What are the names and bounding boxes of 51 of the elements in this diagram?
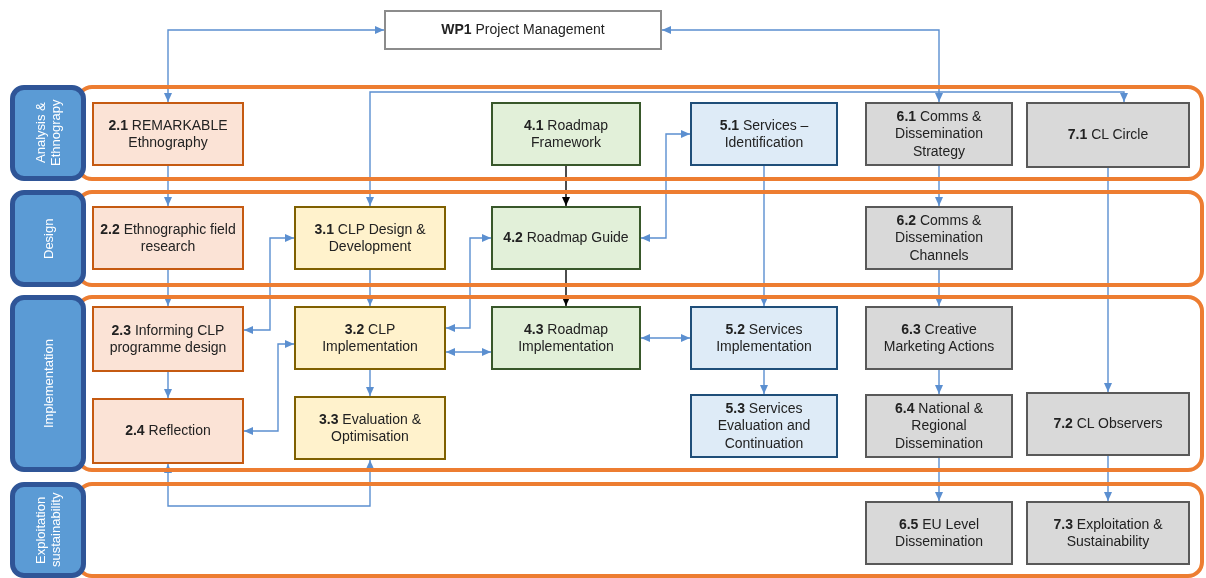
work-package-box: 7.2 CL Observers [1026, 392, 1190, 456]
arrow [164, 459, 374, 507]
work-package-box: 5.2 Services Implementation [690, 306, 838, 370]
work-package-box: 5.3 Services Evaluation and Continuation [690, 394, 838, 458]
lane-label: Analysis & Ethnograpy [10, 85, 86, 181]
arrow [243, 234, 295, 334]
arrow [366, 91, 1128, 207]
work-package-box: 6.3 Creative Marketing Actions [865, 306, 1013, 370]
work-package-box: 6.5 EU Level Dissemination [865, 501, 1013, 565]
work-package-box: 2.2 Ethnographic field research [92, 206, 244, 270]
arrow [164, 371, 172, 399]
arrow [1104, 167, 1112, 393]
arrow [935, 457, 943, 502]
arrow [366, 369, 374, 397]
work-package-box: WP1 Project Management [384, 10, 662, 50]
lane-label: Design [10, 190, 86, 287]
arrow [935, 369, 943, 395]
work-package-box: 6.4 National & Regional Dissemination [865, 394, 1013, 458]
arrow [445, 234, 492, 332]
arrow [640, 130, 691, 242]
work-package-box: 6.2 Comms & Dissemination Channels [865, 206, 1013, 270]
arrow [935, 269, 943, 307]
arrow [366, 269, 374, 307]
arrow [562, 269, 570, 307]
work-package-box: 2.1 REMARKABLE Ethnography [92, 102, 244, 166]
arrow [164, 165, 172, 207]
arrow [935, 165, 943, 207]
work-package-box: 2.4 Reflection [92, 398, 244, 464]
lane-label: Exploitation sustainability [10, 482, 86, 578]
work-package-box: 3.1 CLP Design & Development [294, 206, 446, 270]
arrow [445, 348, 492, 356]
lane-label: Implementation [10, 295, 86, 472]
arrow [1104, 455, 1112, 502]
arrow [640, 334, 691, 342]
work-package-box: 4.3 Roadmap Implementation [491, 306, 641, 370]
arrow [243, 340, 295, 435]
work-package-box: 4.2 Roadmap Guide [491, 206, 641, 270]
arrow [562, 165, 570, 207]
arrow [760, 165, 768, 307]
arrow [164, 269, 172, 307]
arrow [661, 26, 943, 103]
work-package-box: 3.3 Evaluation & Optimisation [294, 396, 446, 460]
work-package-box: 2.3 Informing CLP programme design [92, 306, 244, 372]
work-package-box: 5.1 Services – Identification [690, 102, 838, 166]
work-package-box: 4.1 Roadmap Framework [491, 102, 641, 166]
work-package-box: 7.3 Exploitation & Sustainability [1026, 501, 1190, 565]
work-package-box: 3.2 CLP Implementation [294, 306, 446, 370]
arrow [760, 369, 768, 395]
work-package-box: 6.1 Comms & Dissemination Strategy [865, 102, 1013, 166]
arrow [164, 26, 385, 103]
work-package-box: 7.1 CL Circle [1026, 102, 1190, 168]
